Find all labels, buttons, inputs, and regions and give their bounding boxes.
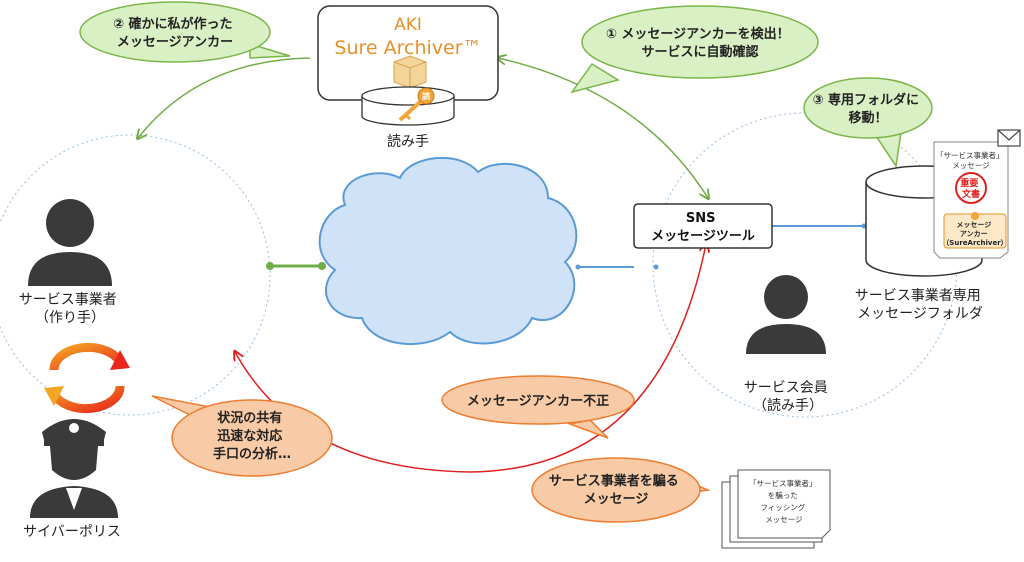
link-dot xyxy=(266,262,274,270)
important-stamp-text: 重要 文書 xyxy=(960,177,981,200)
green-arrow-archiver-sns xyxy=(498,58,708,198)
reader-chip: 読 xyxy=(422,91,430,101)
orange-bubble-police-text: 状況の共有 迅速な対応 手口の分析… xyxy=(213,410,291,462)
orange-bubble-police xyxy=(171,399,333,477)
member-label: サービス会員 （読み手） xyxy=(744,380,832,414)
provider-label: サービス事業者 （作り手） xyxy=(19,292,121,326)
orange-bubble-invalid-text: メッセージアンカー不正 xyxy=(467,394,609,409)
product-name-main: Sure Archiver™ xyxy=(334,37,481,59)
box-icon xyxy=(393,55,427,89)
green-arrow-to-provider xyxy=(138,57,311,138)
product-name-top: AKI xyxy=(394,15,422,35)
orange-bubble-invalid xyxy=(441,375,635,425)
green-bubble-2-text: ② 確かに私が作った メッセージアンカー xyxy=(113,16,237,50)
person-icon xyxy=(28,199,112,286)
person-icon xyxy=(746,275,826,354)
reader-label: 読み手 xyxy=(387,133,429,150)
green-bubble-1-text: ① メッセージアンカーを検出！ サービスに自動確認 xyxy=(606,26,794,60)
reader-drive xyxy=(361,86,455,126)
orange-bubble-scam-text: サービス事業者を騙る メッセージ xyxy=(549,473,684,507)
envelope-icon xyxy=(997,129,1021,147)
green-bubble-3-text: ③ 専用フォルダに 移動！ xyxy=(812,92,923,126)
important-stamp xyxy=(955,172,987,204)
phishing-doc-text: 「サービス事業者」 を騙った フィッシング メッセージ xyxy=(749,478,819,524)
key-icon xyxy=(398,87,435,122)
anchor-badge-text: メッセージ アンカー （SureArchiver） xyxy=(942,221,1007,247)
police-label: サイバーポリス xyxy=(23,524,121,540)
orange-bubble-scam xyxy=(531,457,701,523)
cycle-arrows-icon xyxy=(44,342,130,414)
police-officer-icon xyxy=(30,419,118,518)
green-bubble-2 xyxy=(79,1,271,63)
green-bubble-1 xyxy=(581,5,819,79)
folder-label: サービス事業者専用 メッセージフォルダ xyxy=(855,288,985,322)
link-dot xyxy=(318,262,326,270)
bubble-tail xyxy=(570,62,620,94)
sns-box xyxy=(633,203,773,249)
link-dot xyxy=(653,264,659,270)
green-bubble-3 xyxy=(803,77,933,139)
doc-title: 「サービス事業者」 メッセージ xyxy=(936,150,1006,170)
anchor-badge-key-icon xyxy=(971,212,979,220)
link-dot xyxy=(575,264,581,270)
phishing-doc-stack xyxy=(721,469,831,549)
sns-label: SNS メッセージツール xyxy=(651,211,755,244)
internet-cloud xyxy=(318,156,578,345)
